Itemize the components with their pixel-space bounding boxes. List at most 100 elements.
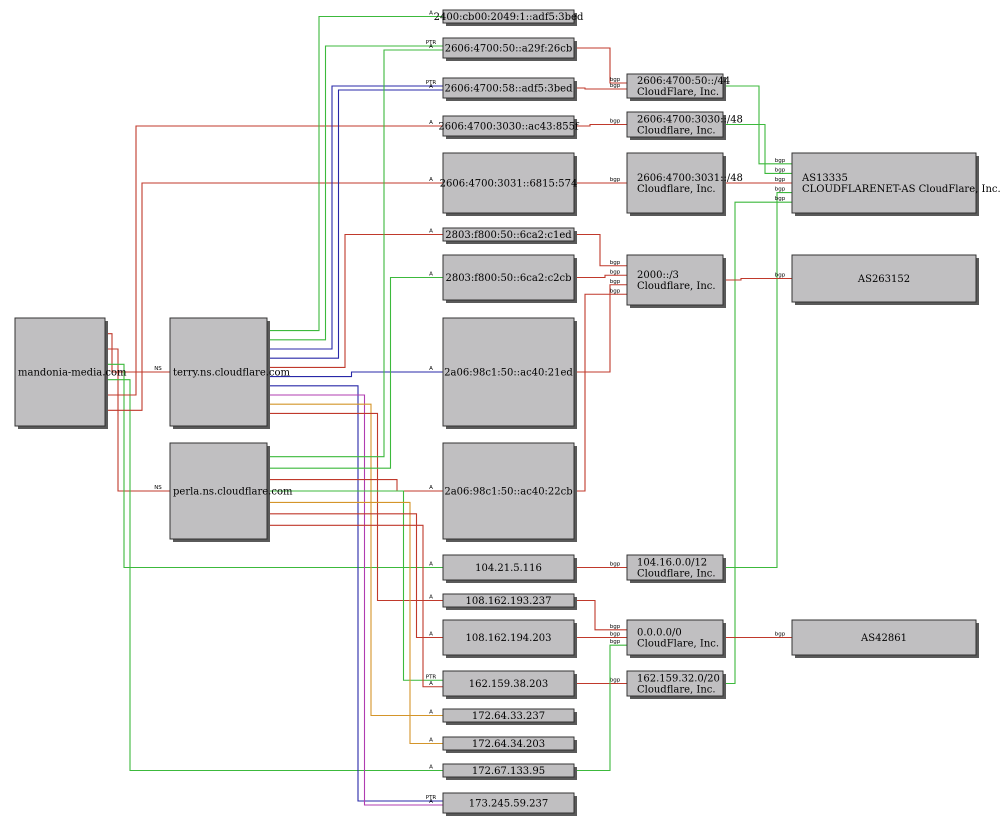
node-ip-2606-50[interactable]: 2606:4700:50::a29f:26cb (442, 37, 577, 61)
edge-line (574, 284, 627, 373)
node-ip-2a06-22cb[interactable]: 2a06:98c1:50::ac40:22cb (442, 442, 577, 542)
edge-line (105, 333, 170, 373)
node-box (626, 111, 724, 138)
edge-mandonia-to-ip-104: A (105, 363, 443, 569)
node-label: Cloudflare, Inc. (637, 184, 716, 195)
node-label: perla.ns.cloudflare.com (173, 487, 293, 498)
node-box (442, 9, 575, 24)
node-label: AS13335 (801, 173, 848, 184)
edge-line (267, 403, 443, 717)
edge-line (267, 394, 443, 806)
edge-label: bgp (775, 196, 786, 202)
node-ip-172-34[interactable]: 172.64.34.203 (442, 736, 577, 753)
edge-label: A (429, 177, 433, 183)
edge-line (267, 276, 443, 469)
node-as42861[interactable]: AS42861 (791, 619, 979, 658)
edge-label: PTR (426, 795, 437, 801)
node-ip-173[interactable]: 173.245.59.237 (442, 792, 577, 816)
node-label: 108.162.194.203 (466, 633, 552, 644)
edge-terry-to-ip-2606-50: PTR (267, 40, 443, 341)
node-as263152[interactable]: AS263152 (791, 254, 979, 305)
edge-label: A (429, 710, 433, 716)
node-label: 2606:4700:3030::/48 (637, 115, 743, 126)
edge-perla-to-ip-2a06-22cb: A (267, 479, 443, 492)
node-box (626, 152, 724, 214)
edge-label: bgp (610, 632, 621, 638)
node-box (442, 77, 575, 99)
edge-mandonia-to-ip-2606-3030: A (105, 120, 443, 396)
node-ip-162[interactable]: 162.159.38.203 (442, 670, 577, 699)
node-perla[interactable]: perla.ns.cloudflare.com (169, 442, 293, 542)
edge-ip-104-to-pfx-104: bgp (574, 562, 627, 569)
edge-label: PTR (426, 674, 437, 680)
node-ip-2400[interactable]: 2400:cb00:2049:1::adf5:3bed (434, 9, 584, 26)
edge-perla-to-ip-162: A (267, 524, 443, 688)
node-ip-172-33[interactable]: 172.64.33.237 (442, 708, 577, 725)
edge-label: PTR (426, 40, 437, 46)
edge-line (574, 123, 627, 127)
edge-line (723, 192, 792, 569)
edge-terry-to-ip-173: PTR (267, 385, 443, 802)
node-ip-2a06-21ed[interactable]: 2a06:98c1:50::ac40:21ed (442, 317, 577, 429)
edge-label: A (429, 799, 433, 805)
edge-ip-108-194-to-pfx-0000: bgp (574, 632, 627, 639)
edge-ip-172-67-to-pfx-0000: bgp (574, 639, 627, 772)
edge-mandonia-to-ip-2606-3031: A (105, 177, 443, 411)
edge-perla-to-ip-2606-50: A (267, 44, 443, 458)
edge-label: A (429, 272, 433, 278)
node-label: CloudFlare, Inc. (637, 87, 719, 98)
edge-label: A (429, 738, 433, 744)
node-label: 2a06:98c1:50::ac40:21ed (444, 368, 573, 379)
edge-label: bgp (775, 177, 786, 183)
edge-label: bgp (775, 167, 786, 173)
edge-label: A (429, 11, 433, 17)
node-ip-2803-c2cb[interactable]: 2803:f800:50::6ca2:c2cb (442, 254, 577, 303)
edge-terry-to-ip-2606-58: PTR (267, 80, 443, 350)
edge-label: bgp (610, 562, 621, 568)
node-label: mandonia-media.com (18, 368, 127, 379)
node-ip-108-194[interactable]: 108.162.194.203 (442, 619, 577, 658)
edge-label: A (429, 485, 433, 491)
node-box (442, 554, 575, 581)
node-ip-2606-58[interactable]: 2606:4700:58::adf5:3bed (442, 77, 577, 101)
node-box (442, 115, 575, 137)
node-terry[interactable]: terry.ns.cloudflare.com (169, 317, 291, 429)
node-ip-2606-3031[interactable]: 2606:4700:3031::6815:574 (440, 152, 578, 216)
node-label: 162.159.38.203 (469, 679, 549, 690)
node-label: CloudFlare, Inc. (637, 639, 719, 650)
node-ip-2803-c1ed[interactable]: 2803:f800:50::6ca2:c1ed (442, 227, 577, 244)
node-ip-2606-3030[interactable]: 2606:4700:3030::ac43:855f (438, 115, 580, 139)
node-box (442, 442, 575, 540)
edge-terry-to-ip-2803-c1ed: A (267, 229, 443, 368)
edge-ip-2606-58-to-pfx-2606-44: bgp (574, 83, 627, 90)
edge-ip-108-193-to-pfx-0000: bgp (574, 599, 627, 631)
node-box (626, 254, 724, 306)
edge-line (574, 644, 627, 772)
node-label: 104.21.5.116 (475, 563, 542, 574)
node-box (442, 37, 575, 59)
edge-ip-2606-3030-to-pfx-2606-3030: bgp (574, 119, 627, 127)
edge-label: bgp (610, 177, 621, 183)
edge-ip-2803-c2cb-to-pfx-2000: bgp (574, 269, 627, 279)
node-ip-172-67[interactable]: 172.67.133.95 (442, 763, 577, 780)
edge-line (267, 524, 443, 688)
edge-line (267, 89, 443, 359)
node-label: 2803:f800:50::6ca2:c1ed (445, 230, 572, 241)
node-ip-104[interactable]: 104.21.5.116 (442, 554, 577, 583)
node-label: 2000::/3 (637, 270, 679, 281)
edge-pfx-0000-to-as42861: bgp (723, 632, 792, 639)
node-mandonia[interactable]: mandonia-media.com (14, 317, 127, 429)
edge-line (723, 277, 792, 281)
node-label: 104.16.0.0/12 (637, 558, 707, 569)
node-box (442, 152, 575, 214)
node-ip-108-193[interactable]: 108.162.193.237 (442, 593, 577, 610)
node-label: 172.64.34.203 (472, 739, 545, 750)
